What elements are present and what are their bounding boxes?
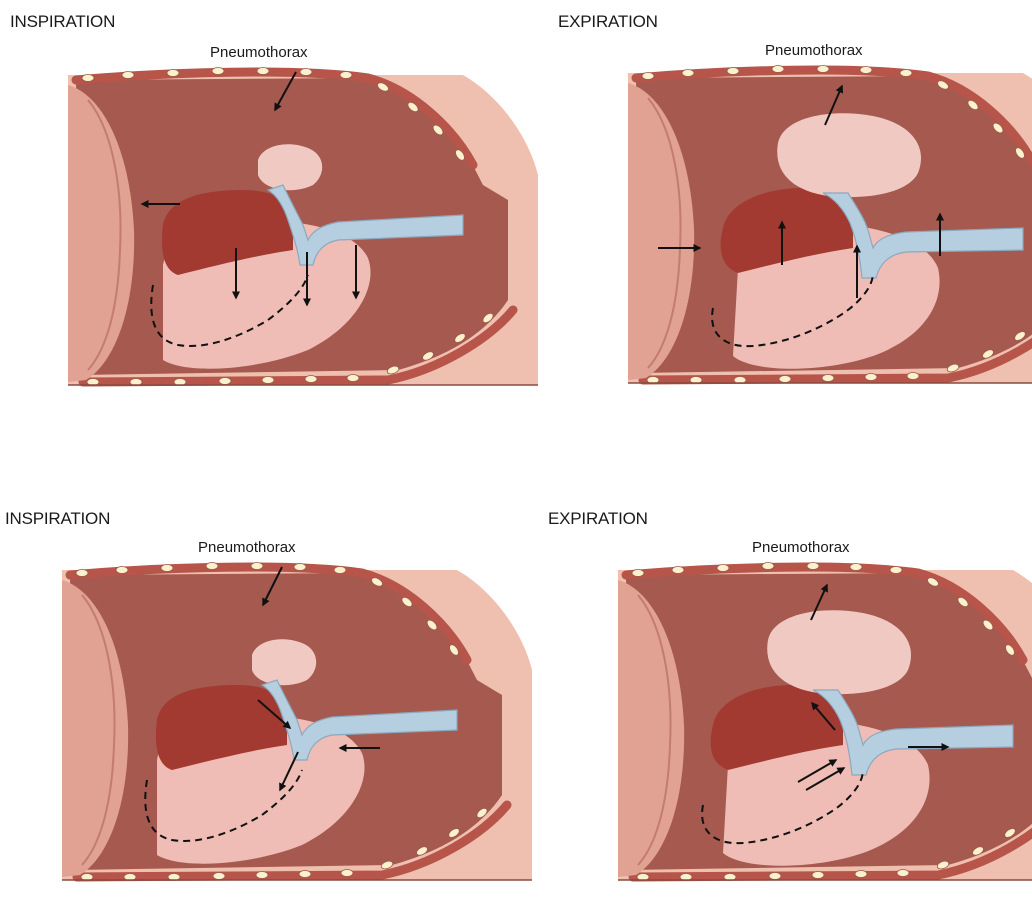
pneumothorax-label: Pneumothorax xyxy=(765,42,863,59)
panel-inspiration-bottom: INSPIRATION Pneumothorax xyxy=(5,509,532,881)
pneumothorax-label: Pneumothorax xyxy=(210,44,308,61)
panel-expiration-top: EXPIRATION Pneumothorax xyxy=(558,12,1032,384)
panel-title: INSPIRATION xyxy=(10,12,115,31)
panel-title: EXPIRATION xyxy=(558,12,658,31)
panel-expiration-bottom: EXPIRATION Pneumothorax xyxy=(548,509,1032,881)
panel-title: INSPIRATION xyxy=(5,509,110,528)
panel-inspiration-top: INSPIRATION Pneumothorax xyxy=(10,12,538,386)
pneumothorax-label: Pneumothorax xyxy=(752,539,850,556)
pneumothorax-label: Pneumothorax xyxy=(198,539,296,556)
panel-title: EXPIRATION xyxy=(548,509,648,528)
